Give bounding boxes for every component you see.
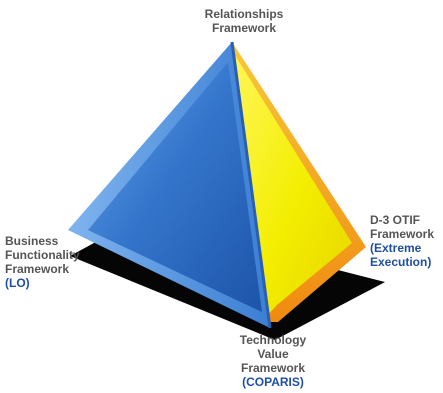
vertex-label-technology-tag: (COPARIS) (242, 375, 304, 389)
pyramid-ridge (230, 41, 272, 329)
vertex-label-technology-line2: Value (257, 347, 289, 361)
vertex-label-relationships-line1: Relationships (204, 7, 284, 21)
vertex-label-d3-tag-line2: Execution) (370, 255, 432, 269)
vertex-label-business-line3: Framework (5, 262, 70, 276)
vertex-label-d3-line1: D-3 OTIF (370, 213, 420, 227)
pyramid-left-face (88, 62, 262, 312)
vertex-label-business-line1: Business (5, 234, 59, 248)
vertex-label-d3-otif: D-3 OTIF Framework (Extreme Execution) (370, 213, 442, 269)
vertex-label-technology-line3: Framework (240, 361, 306, 375)
vertex-label-technology-line1: Technology (239, 333, 307, 347)
vertex-label-relationships-line2: Framework (211, 21, 277, 35)
vertex-label-technology-value: Technology Value Framework (COPARIS) (218, 333, 328, 389)
vertex-label-business-tag: (LO) (5, 276, 30, 290)
vertex-label-relationships: Relationships Framework (184, 7, 304, 35)
vertex-label-business-line2: Functionality (5, 248, 80, 262)
vertex-label-d3-tag-line1: (Extreme (370, 241, 422, 255)
vertex-label-d3-line2: Framework (370, 227, 435, 241)
vertex-label-business-functionality: Business Functionality Framework (LO) (5, 234, 105, 290)
pyramid-right-face (233, 52, 352, 318)
